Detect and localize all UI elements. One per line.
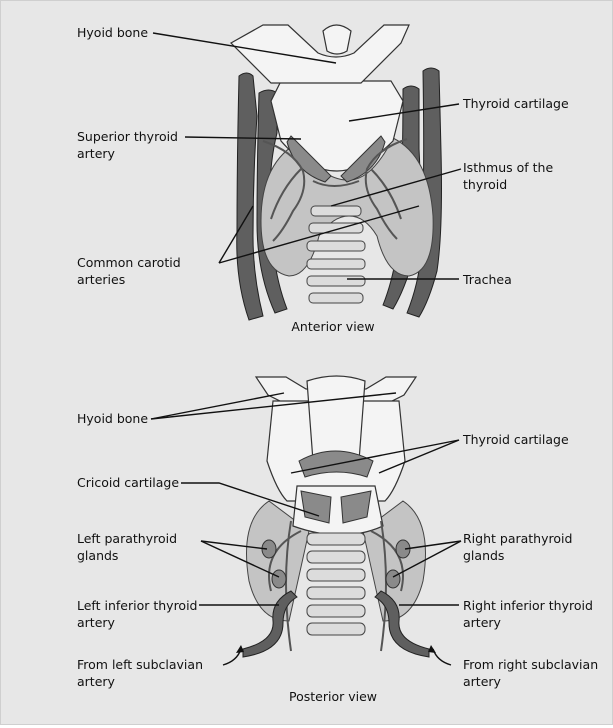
label-left-parathyroid-line2: glands (77, 548, 118, 563)
label-trachea: Trachea (462, 272, 512, 287)
label-common-carotid: Common carotid (77, 255, 181, 270)
label-left-parathyroid: Left parathyroid (77, 531, 177, 546)
label-hyoid-bone: Hyoid bone (77, 25, 148, 40)
parathyroid-glands (261, 539, 411, 589)
label-right-subclavian: From right subclavian (463, 657, 598, 672)
left-carotid-artery (236, 72, 264, 321)
label-hyoid-bone-posterior: Hyoid bone (77, 411, 148, 426)
posterior-cricoarytenoid (300, 490, 372, 524)
label-left-inferior-thyroid-artery-line2: artery (77, 615, 116, 630)
caption-posterior-view: Posterior view (289, 689, 377, 704)
left-inferior-thyroid-artery (242, 590, 298, 658)
label-thyroid-cartilage-posterior: Thyroid cartilage (462, 432, 569, 447)
posterior-illustration (242, 375, 430, 658)
label-right-parathyroid-line2: glands (463, 548, 504, 563)
hyoid-bone (230, 24, 410, 84)
caption-anterior-view: Anterior view (291, 319, 374, 334)
label-left-inferior-thyroid-artery: Left inferior thyroid (77, 598, 198, 613)
label-right-subclavian-line2: artery (463, 674, 502, 689)
nerves-posterior (268, 520, 404, 652)
superior-thyroid-artery (262, 138, 408, 242)
trachea (306, 205, 366, 304)
label-left-subclavian-line2: artery (77, 674, 116, 689)
esophagus-rings (306, 532, 366, 636)
label-thyroid-cartilage: Thyroid cartilage (462, 96, 569, 111)
label-isthmus: Isthmus of the (463, 160, 553, 175)
label-right-inferior-thyroid-artery-line2: artery (463, 615, 502, 630)
label-right-parathyroid: Right parathyroid (463, 531, 572, 546)
label-cricoid-cartilage: Cricoid cartilage (77, 475, 179, 490)
right-inferior-thyroid-artery (374, 590, 430, 658)
label-isthmus-line2: thyroid (463, 177, 507, 192)
label-right-inferior-thyroid-artery: Right inferior thyroid (463, 598, 593, 613)
anterior-illustration (230, 24, 442, 321)
epiglottis (322, 24, 352, 55)
label-common-carotid-line2: arteries (77, 272, 125, 287)
posterior-leaders (150, 392, 462, 666)
label-left-subclavian: From left subclavian (77, 657, 203, 672)
anterior-leaders (152, 32, 462, 280)
label-superior-thyroid-artery: Superior thyroid (77, 129, 178, 144)
label-superior-thyroid-artery-line2: artery (77, 146, 116, 161)
